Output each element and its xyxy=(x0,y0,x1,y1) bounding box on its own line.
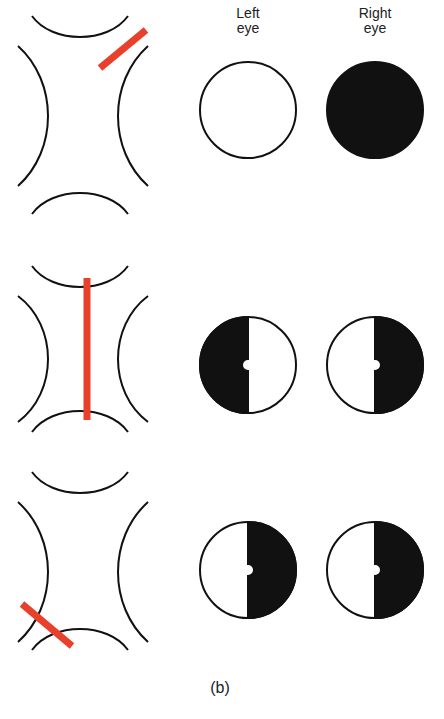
panel-letter: (b) xyxy=(210,680,230,697)
lesion-mark xyxy=(22,30,146,646)
visual-field-circle xyxy=(200,62,423,618)
optic-chiasm-schematic xyxy=(18,16,148,650)
column-heading: Left eye xyxy=(236,6,259,35)
column-heading: Right eye xyxy=(359,6,392,35)
